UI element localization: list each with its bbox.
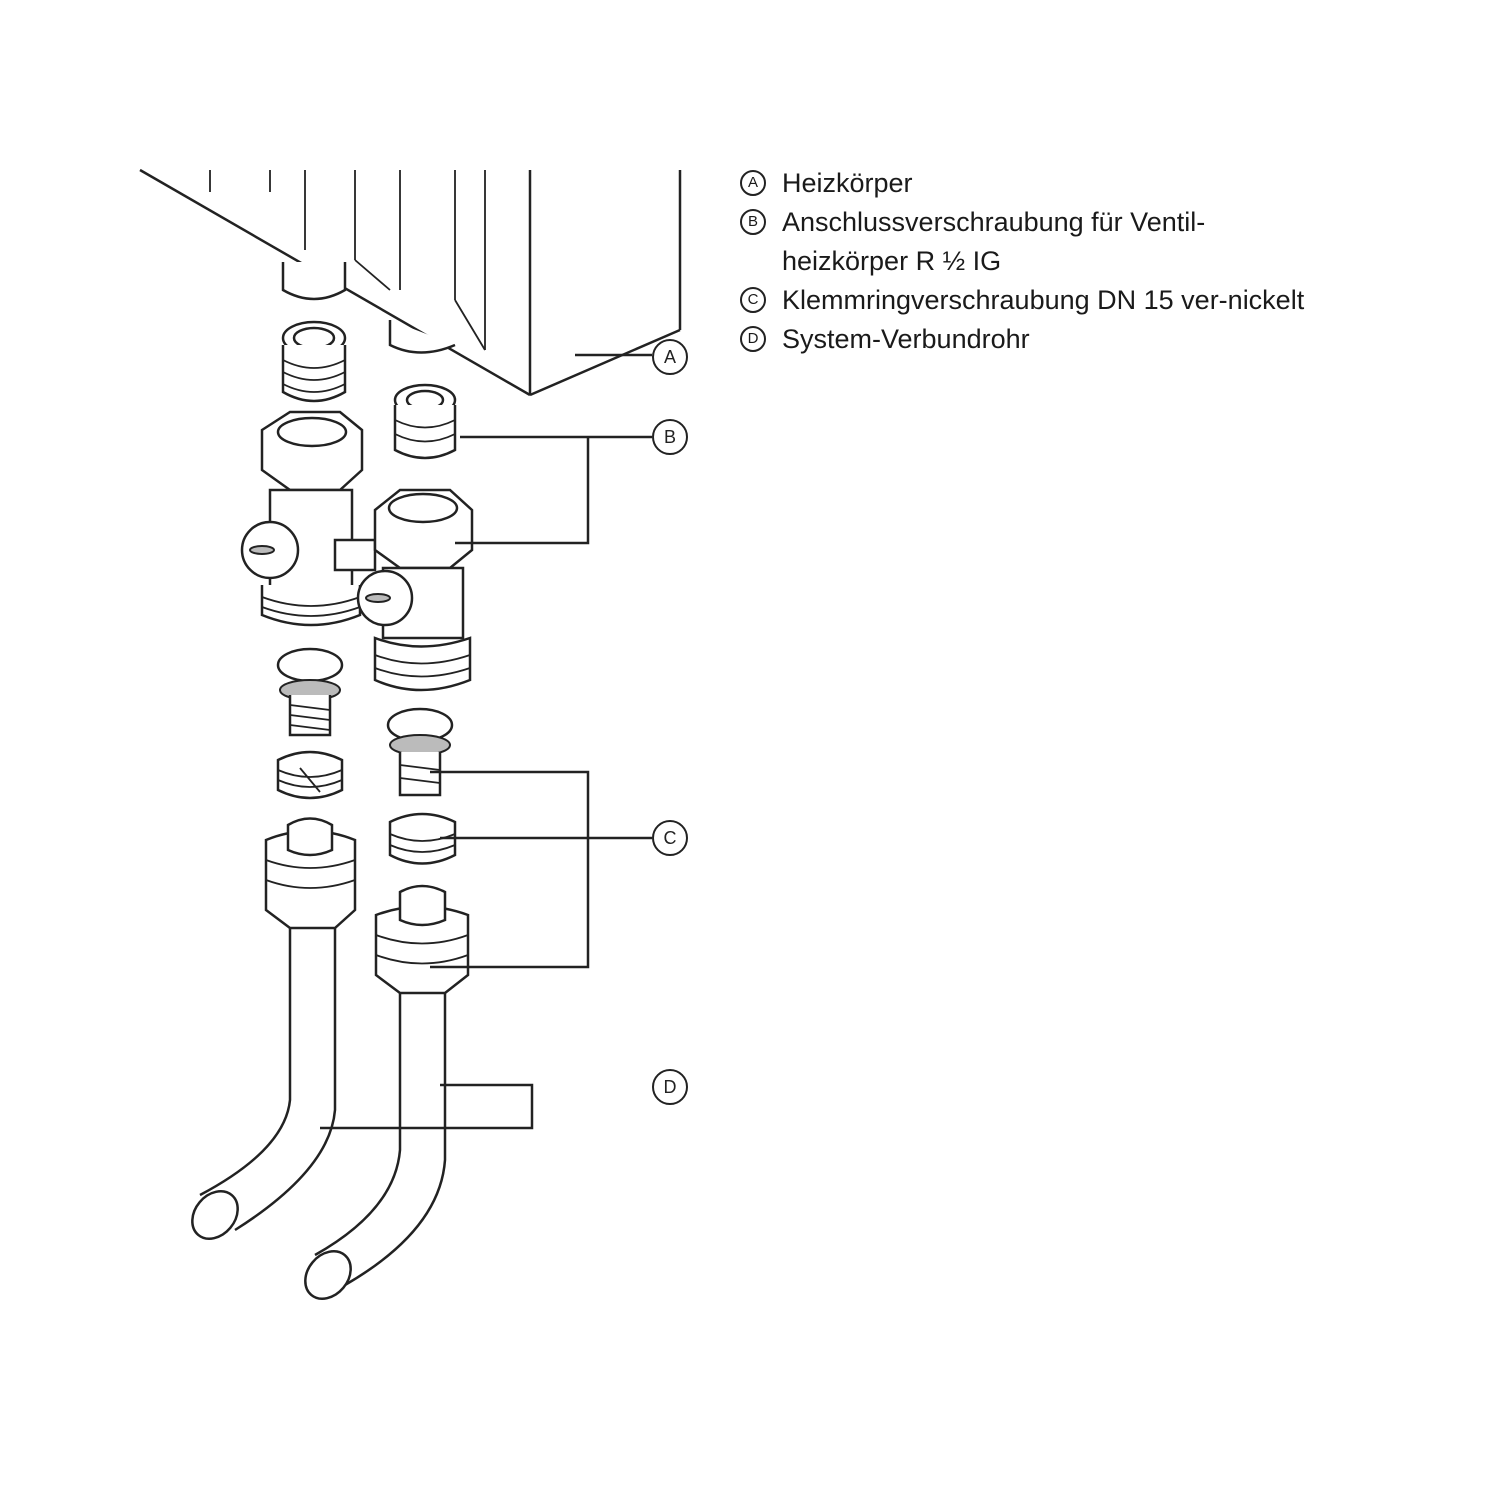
legend-item-a: A Heizkörper	[740, 164, 1342, 203]
callout-d: D	[652, 1069, 688, 1105]
legend-key: A	[740, 170, 766, 196]
legend-key: C	[740, 287, 766, 313]
leader-lines	[320, 353, 652, 1130]
legend-text: Klemmringverschraubung DN 15 ver-nickelt	[782, 285, 1305, 315]
callout-b: B	[652, 419, 688, 455]
legend-key: D	[740, 326, 766, 352]
legend-text: Anschlussverschraubung für Ventil-heizkö…	[782, 207, 1206, 276]
radiator	[139, 168, 682, 397]
legend-text: System-Verbundrohr	[782, 324, 1030, 354]
callout-a: A	[652, 339, 688, 375]
legend-key: B	[740, 209, 766, 235]
legend-item-d: D System-Verbundrohr	[740, 320, 1342, 359]
legend: A Heizkörper B Anschlussverschraubung fü…	[740, 164, 1342, 359]
callout-c: C	[652, 820, 688, 856]
legend-item-b: B Anschlussverschraubung für Ventil-heiz…	[740, 203, 1342, 281]
right-fitting-stack	[304, 320, 474, 1300]
legend-text: Heizkörper	[782, 168, 913, 198]
left-fitting-stack	[191, 262, 377, 1240]
legend-item-c: C Klemmringverschraubung DN 15 ver-nicke…	[740, 281, 1342, 320]
